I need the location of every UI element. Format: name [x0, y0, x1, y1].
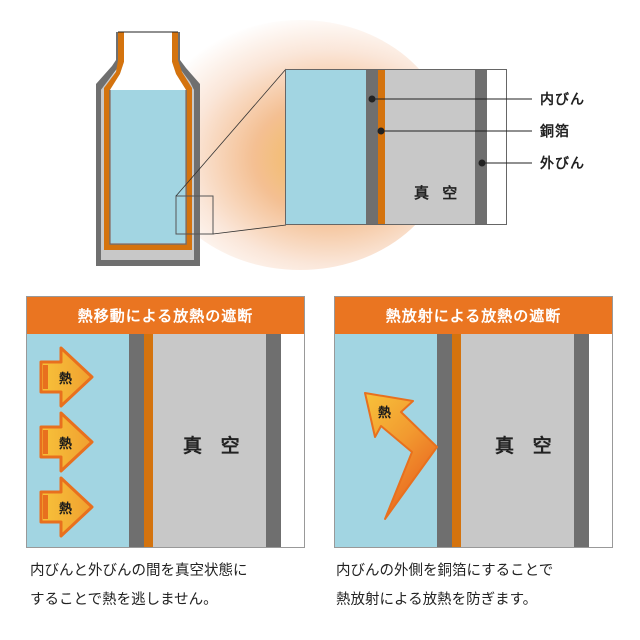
caption-line: 内びんの外側を銅箔にすることで	[336, 563, 554, 579]
panel-title: 熱移動による放熱の遮断	[27, 297, 304, 334]
panel-title: 熱放射による放熱の遮断	[335, 297, 612, 334]
copper-foil-layer	[144, 334, 153, 547]
copper-foil-layer	[378, 70, 385, 224]
caption-line: 内びんと外びんの間を真空状態に	[30, 563, 248, 579]
outer-bottle-layer	[574, 334, 589, 547]
label-inner-bottle: 内びん	[540, 92, 585, 108]
water-layer	[286, 70, 366, 224]
caption-line: 熱放射による放熱を防ぎます。	[336, 592, 538, 608]
label-copper-foil: 銅箔	[540, 124, 570, 140]
heat-label: 熱	[59, 372, 73, 387]
caption-line: することで熱を逃しません。	[30, 592, 218, 608]
heat-label: 熱	[59, 502, 73, 517]
label-outer-bottle: 外びん	[540, 156, 585, 172]
heat-arrow-icon	[39, 411, 94, 473]
heat-arrows	[39, 346, 94, 538]
panel-heat-radiation: 熱放射による放熱の遮断 真 空 熱	[334, 296, 613, 548]
panel-heat-transfer: 熱移動による放熱の遮断 真 空 熱 熱 熱	[26, 296, 305, 548]
cross-section-detail: 真 空	[285, 69, 507, 225]
vacuum-label: 真 空	[414, 184, 462, 202]
heat-label: 熱	[378, 406, 392, 421]
callout-lines	[368, 95, 532, 167]
heat-arrow-icon	[39, 346, 94, 408]
heat-arrow-icon	[39, 476, 94, 538]
outer-bottle-layer	[266, 334, 281, 547]
vacuum-layer	[385, 70, 475, 224]
vacuum-layer	[153, 334, 266, 547]
outer-bottle-layer	[475, 70, 487, 224]
bottle-illustration	[96, 31, 287, 266]
inner-bottle-layer	[129, 334, 144, 547]
caption-heat-radiation: 内びんの外側を銅箔にすることで 熱放射による放熱を防ぎます。	[336, 557, 553, 615]
reflected-heat-arrow-icon	[364, 392, 438, 520]
vacuum-label: 真 空	[495, 435, 558, 457]
inner-bottle-layer	[437, 334, 452, 547]
heat-label: 熱	[59, 437, 73, 452]
inner-bottle-layer	[366, 70, 378, 224]
vacuum-layer	[461, 334, 574, 547]
vacuum-label: 真 空	[183, 435, 246, 457]
caption-heat-transfer: 内びんと外びんの間を真空状態に することで熱を逃しません。	[30, 557, 248, 615]
copper-foil-layer	[452, 334, 461, 547]
